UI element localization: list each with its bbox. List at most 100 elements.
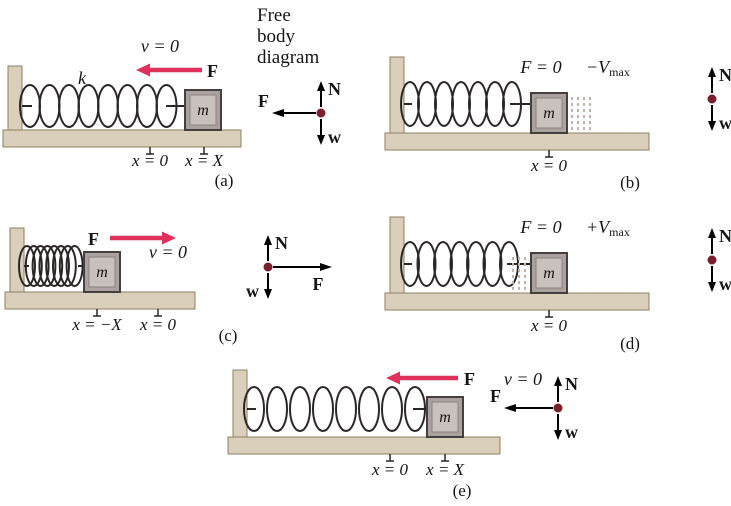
tick-label-x0: x = 0	[131, 151, 169, 170]
panel-a: k m v = 0 F x = 0 x = X (a)	[2, 36, 242, 190]
floor	[384, 132, 650, 151]
net-force-label: F	[313, 274, 324, 294]
mass-label: m	[543, 265, 555, 282]
tick-label-xX: x = X	[425, 460, 465, 479]
normal-force-arrow	[708, 67, 716, 93]
fbd-c: N w F	[246, 233, 332, 301]
tick-xnegX	[93, 309, 101, 317]
net-force-label: F	[490, 386, 501, 406]
heading-line-2: body	[257, 26, 296, 47]
mass-label: m	[439, 409, 451, 426]
tick-label-xnegX: x = −X	[71, 315, 122, 334]
fbd-b: N w	[707, 65, 731, 133]
applied-force-arrow	[110, 231, 176, 245]
applied-force-label: F	[207, 61, 218, 81]
ghost-block	[512, 257, 526, 293]
point-mass-dot	[707, 94, 717, 104]
caption: (b)	[620, 173, 640, 192]
mass-block: m	[530, 92, 568, 134]
panel-e: m F v = 0 x = 0 x = X (e)	[227, 369, 542, 500]
tick-label-x0: x = 0	[530, 316, 568, 335]
weight-arrow	[708, 105, 716, 131]
tick-xX	[200, 147, 208, 155]
fbd-e: N w F	[490, 374, 578, 442]
point-mass-dot	[553, 403, 563, 413]
weight-label: w	[719, 274, 731, 294]
normal-force-label: N	[275, 233, 288, 253]
floor	[4, 291, 196, 310]
panel-d: m F = 0 +Vmax x = 0 (d)	[384, 216, 650, 353]
velocity-label: v = 0	[141, 36, 179, 56]
spring	[19, 84, 186, 128]
applied-force-label: F	[464, 369, 475, 389]
tick-x0	[545, 150, 553, 158]
mass-label: m	[197, 102, 209, 119]
panel-c: m F v = 0 x = −X x = 0 (c)	[4, 227, 238, 345]
point-mass-dot	[263, 262, 273, 272]
velocity-label: v = 0	[504, 369, 542, 389]
tick-xX	[441, 454, 449, 462]
weight-arrow	[317, 119, 325, 145]
vmax-label: −Vmax	[586, 57, 630, 79]
heading-line-3: diagram	[257, 47, 319, 68]
weight-label: w	[719, 113, 731, 133]
mass-block: m	[426, 396, 464, 438]
mass-label: m	[543, 105, 555, 122]
point-mass-dot	[707, 255, 717, 265]
force-zero-label: F = 0	[519, 217, 561, 237]
normal-force-arrow	[264, 235, 272, 261]
tick-label-x0: x = 0	[139, 315, 177, 334]
mass-block: m	[83, 251, 121, 293]
net-force-arrow	[272, 109, 316, 117]
normal-force-label: N	[565, 374, 578, 394]
mass-block: m	[530, 252, 568, 294]
normal-force-arrow	[317, 81, 325, 107]
force-zero-label: F = 0	[519, 57, 561, 77]
spring	[400, 241, 532, 287]
tick-x0	[154, 309, 162, 317]
fbd-d: N w	[707, 226, 731, 294]
tick-label-xX: x = X	[184, 151, 224, 170]
caption: (e)	[453, 481, 472, 500]
weight-label: w	[565, 422, 578, 442]
applied-force-arrow	[136, 63, 202, 77]
weight-label: w	[246, 281, 259, 301]
tick-x0	[386, 454, 394, 462]
normal-force-label: N	[719, 226, 731, 246]
applied-force-arrow	[386, 371, 458, 385]
vmax-label: +Vmax	[586, 217, 630, 239]
weight-arrow	[708, 266, 716, 292]
net-force-label: F	[258, 91, 269, 111]
panel-b: m F = 0 −Vmax x = 0 (b)	[384, 56, 650, 192]
heading-free-body-diagram: Free body diagram	[257, 5, 319, 68]
net-force-arrow	[504, 404, 553, 412]
applied-force-label: F	[88, 229, 99, 249]
net-force-arrow	[273, 263, 332, 271]
weight-arrow	[264, 273, 272, 299]
spring	[18, 245, 85, 287]
tick-label-x0: x = 0	[371, 460, 409, 479]
tick-x0	[545, 310, 553, 318]
spring-constant-label: k	[78, 68, 87, 88]
normal-force-label: N	[328, 79, 341, 99]
floor	[2, 129, 242, 148]
caption: (d)	[620, 334, 640, 353]
tick-label-x0: x = 0	[530, 156, 568, 175]
weight-arrow	[554, 414, 562, 440]
mass-label: m	[96, 264, 108, 281]
heading-line-1: Free	[257, 5, 291, 26]
normal-force-arrow	[708, 228, 716, 254]
caption: (c)	[219, 326, 238, 345]
fbd-a: N w F	[258, 79, 341, 147]
normal-force-arrow	[554, 376, 562, 402]
floor	[227, 436, 501, 455]
spring	[243, 386, 428, 432]
caption: (a)	[215, 171, 234, 190]
spring	[400, 81, 532, 127]
weight-label: w	[328, 127, 341, 147]
point-mass-dot	[316, 108, 326, 118]
tick-x0	[146, 147, 154, 155]
velocity-label: v = 0	[149, 242, 187, 262]
floor	[384, 292, 650, 311]
